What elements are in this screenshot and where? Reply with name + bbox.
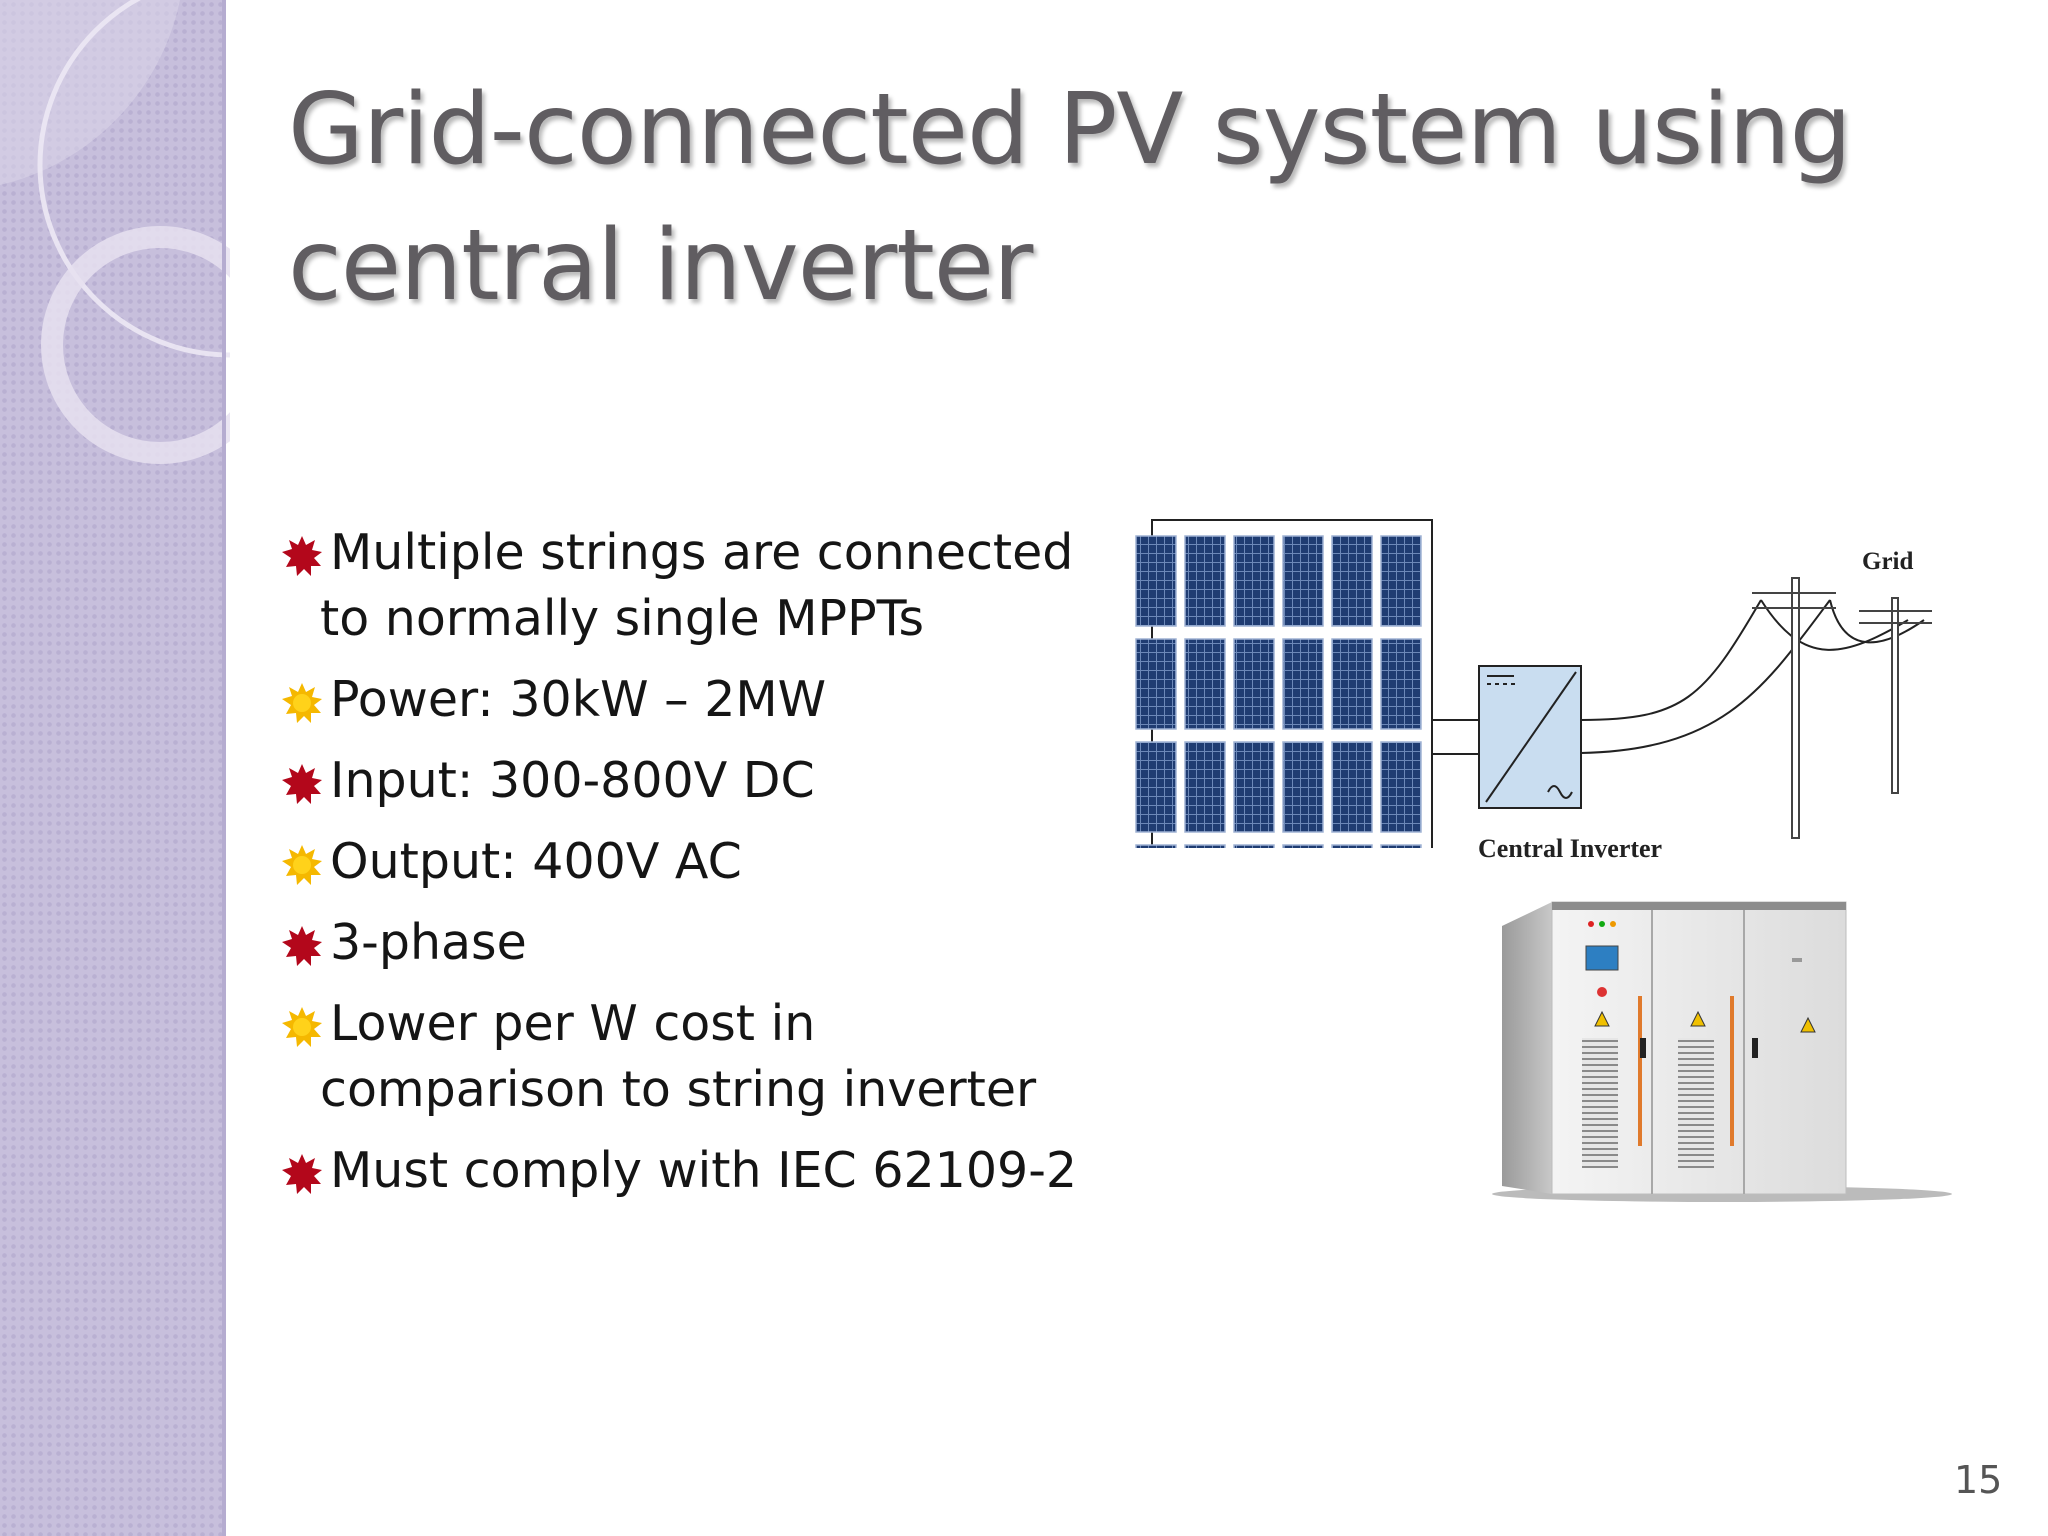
solar-panel-module [1135, 844, 1177, 848]
solar-panel-module [1233, 741, 1275, 833]
solar-panel-module [1331, 638, 1373, 730]
bullet-text: Multiple strings are connected [330, 524, 1074, 581]
list-item: 3-phase [278, 910, 1118, 976]
central-inverter-label: Central Inverter [1478, 834, 1663, 863]
bullet-text: Output: 400V AC [330, 833, 742, 890]
solar-panel-module [1380, 844, 1422, 848]
solar-panel-module [1331, 741, 1373, 833]
solar-panel-module [1380, 638, 1422, 730]
solar-panel-module [1331, 844, 1373, 848]
bullet-text-cont: comparison to string inverter [320, 1061, 1037, 1118]
solar-panel-module [1135, 741, 1177, 833]
solar-panel-module [1233, 638, 1275, 730]
title-line-2: central inverter [288, 209, 1033, 323]
solar-panel-module [1233, 535, 1275, 627]
list-item: Must comply with IEC 62109-2 [278, 1138, 1118, 1204]
red-starburst-icon [282, 1154, 322, 1194]
solar-panel-module [1184, 741, 1226, 833]
yellow-sun-icon [282, 683, 322, 723]
dc-wiring [1432, 719, 1479, 755]
bullet-text: Input: 300-800V DC [330, 752, 815, 809]
bullet-text: 3-phase [330, 914, 527, 971]
red-starburst-icon [282, 764, 322, 804]
red-starburst-icon [282, 926, 322, 966]
solar-panel-module [1184, 535, 1226, 627]
bullet-text: Lower per W cost in [330, 995, 816, 1052]
solar-panel-module [1135, 535, 1177, 627]
solar-panel-module [1184, 844, 1226, 848]
bullet-text: Must comply with IEC 62109-2 [330, 1142, 1078, 1199]
ac-wiring [1580, 599, 1925, 754]
list-item: Input: 300-800V DC [278, 748, 1118, 814]
red-starburst-icon [282, 536, 322, 576]
grid-label: Grid [1862, 548, 1914, 575]
solar-panel-module [1331, 535, 1373, 627]
slide-title: Grid-connected PV system using central i… [288, 62, 1988, 334]
list-item: Multiple strings are connected to normal… [278, 520, 1118, 652]
pv-array [1135, 519, 1433, 848]
title-line-1: Grid-connected PV system using [288, 73, 1852, 187]
solar-panel-module [1282, 638, 1324, 730]
bullet-list: Multiple strings are connected to normal… [278, 520, 1118, 1219]
solar-panel-module [1184, 638, 1226, 730]
yellow-sun-icon [282, 845, 322, 885]
list-item: Output: 400V AC [278, 829, 1118, 895]
solar-panel-module [1380, 535, 1422, 627]
list-item: Lower per W cost in comparison to string… [278, 991, 1118, 1123]
solar-panel-module [1282, 741, 1324, 833]
solar-panel-module [1380, 741, 1422, 833]
solar-panel-module [1233, 844, 1275, 848]
page-number: 15 [1954, 1458, 2003, 1502]
power-pole [1752, 577, 1932, 839]
yellow-sun-icon [282, 1007, 322, 1047]
solar-panel-module [1135, 638, 1177, 730]
decorative-rings [0, 0, 230, 464]
decorative-sidebar [0, 0, 230, 1536]
inverter-cabinet-image [1492, 901, 1952, 1202]
solar-panel-module [1282, 844, 1324, 848]
bullet-text-cont: to normally single MPPTs [320, 590, 925, 647]
central-inverter-symbol [1478, 665, 1582, 809]
pv-system-diagram [1135, 519, 1932, 848]
list-item: Power: 30kW – 2MW [278, 667, 1118, 733]
bullet-text: Power: 30kW – 2MW [330, 671, 827, 728]
solar-panel-module [1282, 535, 1324, 627]
